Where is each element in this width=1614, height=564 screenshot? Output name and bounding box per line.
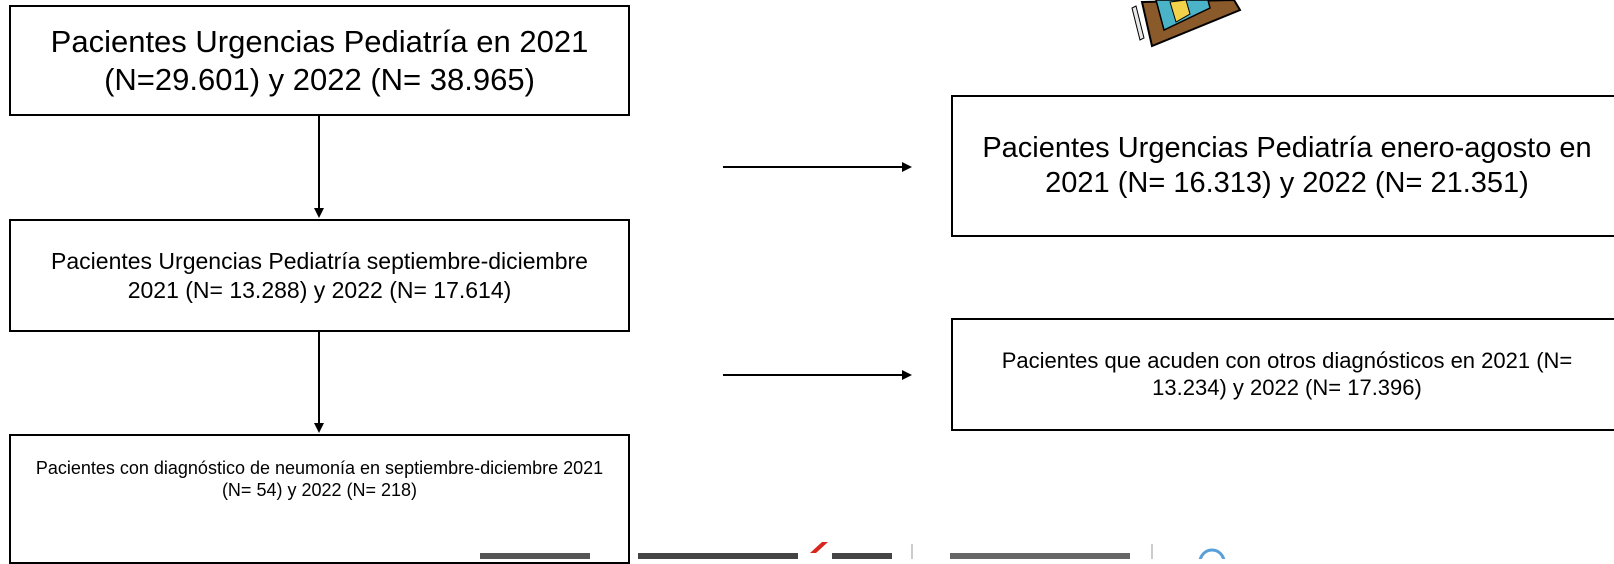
institution-logos [480, 542, 1226, 559]
box-total-patients-text: Pacientes Urgencias Pediatría en 2021 (N… [50, 23, 589, 97]
box-total-patients: Pacientes Urgencias Pediatría en 2021 (N… [9, 5, 630, 116]
clipboard-clipart-icon [1131, 0, 1242, 48]
box-pneumonia-patients-text: Pacientes con diagnóstico de neumonía en… [35, 458, 604, 500]
box-sep-dec-patients-text: Pacientes Urgencias Pediatría septiembre… [51, 248, 588, 303]
box-sep-dec-patients: Pacientes Urgencias Pediatría septiembre… [9, 219, 630, 332]
box-other-diagnoses: Pacientes que acuden con otros diagnósti… [951, 318, 1614, 431]
box-pneumonia-patients: Pacientes con diagnóstico de neumonía en… [9, 434, 630, 564]
box-jan-aug-patients: Pacientes Urgencias Pediatría enero-agos… [951, 95, 1614, 237]
box-jan-aug-patients-text: Pacientes Urgencias Pediatría enero-agos… [982, 131, 1592, 199]
box-other-diagnoses-text: Pacientes que acuden con otros diagnósti… [1001, 347, 1573, 400]
